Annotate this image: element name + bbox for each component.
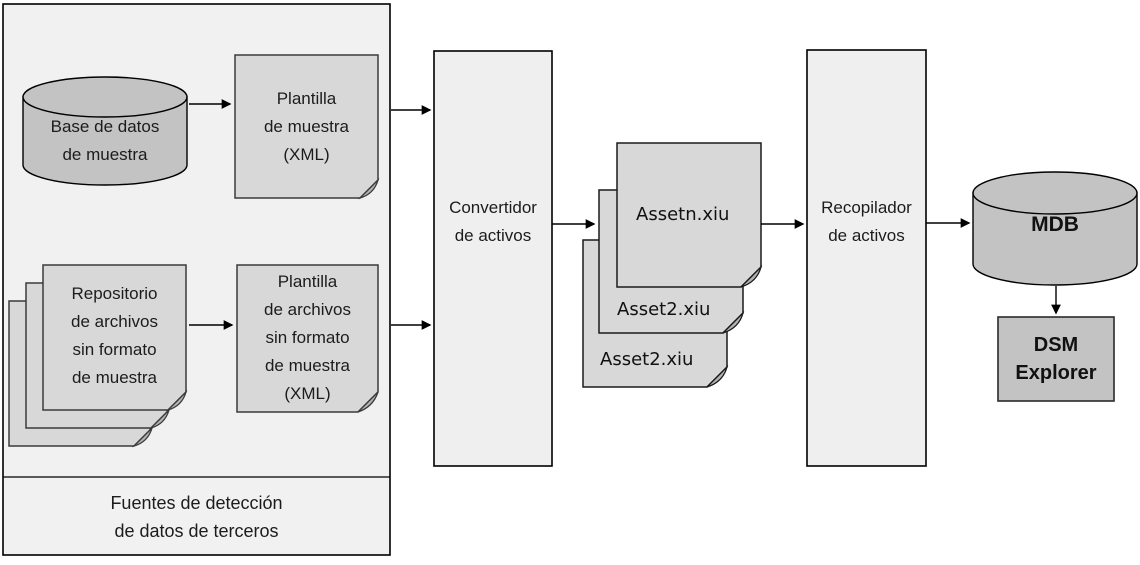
- flat-repository-label: Repositorio de archivos sin formato de m…: [71, 284, 158, 387]
- asset-file-front-label: Assetn.xiu: [636, 204, 730, 225]
- asset-converter-box: [433, 50, 553, 467]
- fold-corner-icon: [357, 177, 380, 200]
- asset-file-document-front: [616, 142, 763, 288]
- sources-container-label: Fuentes de detección de datos de tercero…: [110, 493, 283, 541]
- mdb-cylinder: [972, 171, 1138, 286]
- fold-corner-icon: [148, 407, 171, 430]
- asset-converter-label: Convertidor de activos: [449, 198, 537, 245]
- flat-template-document: [236, 264, 379, 413]
- fold-corner-icon: [165, 389, 188, 412]
- mdb-label: MDB: [1031, 213, 1079, 236]
- sample-template-document: [234, 54, 380, 200]
- fold-corner-icon: [131, 425, 154, 448]
- asset-collector-label: Recopilador de activos: [821, 198, 912, 245]
- sample-template-label: Plantilla de muestra (XML): [263, 89, 350, 164]
- fold-corner-icon: [722, 310, 745, 334]
- flat-repository-document-front: [42, 264, 188, 412]
- fold-corner-icon: [706, 364, 729, 388]
- flat-template-label: Plantilla de archivos sin formato de mue…: [264, 272, 351, 403]
- dsm-explorer-box: [997, 316, 1115, 402]
- asset-collector-box: [806, 49, 927, 467]
- fold-corner-icon: [740, 264, 763, 288]
- asset-file-middle-label: Asset2.xiu: [617, 299, 711, 320]
- sample-database-cylinder: [22, 76, 188, 186]
- sample-database-label: Base de datos de muestra: [50, 117, 160, 164]
- dsm-explorer-label: DSM Explorer: [1015, 334, 1097, 384]
- fold-corner-icon: [357, 391, 379, 413]
- asset-file-back-label: Asset2.xiu: [600, 349, 694, 370]
